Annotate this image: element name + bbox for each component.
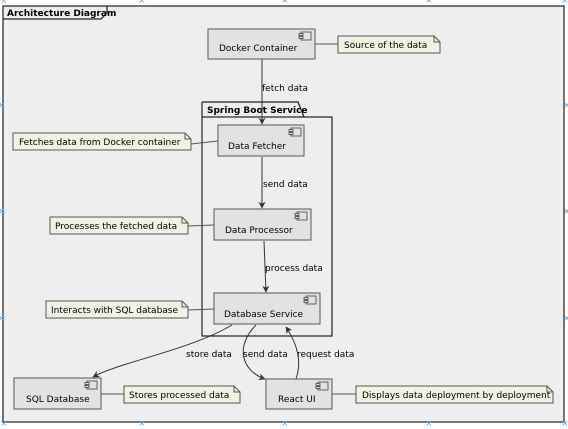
note-reactui-text: Displays data deployment by deployment [362, 391, 551, 401]
sql-database-component[interactable]: SQL Database [13, 377, 102, 410]
data-processor-component[interactable]: Data Processor [213, 208, 312, 241]
docker-container-label: Docker Container [219, 44, 298, 54]
note-sqldb-text: Stores processed data [129, 391, 229, 401]
note-fetcher: Fetches data from Docker container [12, 132, 219, 151]
resize-handle-bottom-right[interactable]: × [561, 419, 568, 429]
edge-label-process: process data [265, 264, 323, 274]
resize-handle-left-1[interactable]: × [0, 101, 6, 111]
resize-handle-bottom-middle[interactable]: × [138, 419, 146, 429]
note-sqldb: Stores processed data [101, 385, 241, 404]
edge-label-send-1: send data [263, 180, 308, 190]
resize-handle-left-3[interactable]: × [0, 314, 6, 324]
diagram-title-tab [3, 6, 108, 20]
database-service-label: Database Service [224, 310, 304, 320]
note-reactui: Displays data deployment by deployment [332, 385, 554, 404]
react-ui-component[interactable]: React UI [265, 378, 333, 410]
note-processor: Processes the fetched data [49, 216, 215, 235]
resize-handle-top-right[interactable]: × [561, 0, 568, 6]
package-title: Spring Boot Service [207, 106, 308, 116]
note-dbservice-text: Interacts with SQL database [51, 306, 178, 316]
note-docker-text: Source of the data [344, 41, 427, 51]
resize-handle-bottom-right-a[interactable]: × [425, 419, 433, 429]
resize-handle-top-right-a[interactable]: × [425, 0, 433, 6]
edge-label-send-2: send data [243, 350, 288, 360]
resize-handle-right-3[interactable]: × [563, 314, 568, 324]
edge-store-data [92, 324, 233, 378]
resize-handle-bottom-center[interactable]: × [281, 419, 289, 429]
edge-label-fetch: fetch data [262, 84, 308, 94]
edge-request-data [285, 326, 300, 380]
spring-boot-package [201, 116, 333, 337]
database-service-component[interactable]: Database Service [213, 292, 321, 325]
resize-handle-bottom-left[interactable]: × [0, 419, 8, 429]
resize-handle-top-left[interactable]: × [0, 0, 8, 6]
resize-handle-right-1[interactable]: × [563, 101, 568, 111]
data-fetcher-label: Data Fetcher [228, 142, 286, 152]
react-ui-label: React UI [278, 395, 315, 405]
resize-handle-left-2[interactable]: × [0, 207, 6, 217]
edge-process-data [262, 240, 270, 293]
resize-handle-right-2[interactable]: × [563, 207, 568, 217]
edge-label-store: store data [186, 350, 232, 360]
data-processor-label: Data Processor [225, 226, 293, 236]
note-docker: Source of the data [315, 35, 441, 54]
resize-handle-top-center[interactable]: × [281, 0, 289, 6]
package-tab [202, 101, 305, 118]
docker-container-component[interactable]: Docker Container [207, 28, 316, 60]
note-processor-text: Processes the fetched data [55, 222, 177, 232]
data-fetcher-component[interactable]: Data Fetcher [217, 124, 305, 157]
note-dbservice: Interacts with SQL database [45, 300, 215, 319]
diagram-title: Architecture Diagram [7, 9, 116, 19]
edge-send-data-2 [242, 324, 266, 381]
resize-handle-top-middle[interactable]: × [138, 0, 146, 6]
edge-label-request: request data [297, 350, 354, 360]
sql-database-label: SQL Database [26, 395, 90, 405]
note-fetcher-text: Fetches data from Docker container [19, 138, 181, 148]
